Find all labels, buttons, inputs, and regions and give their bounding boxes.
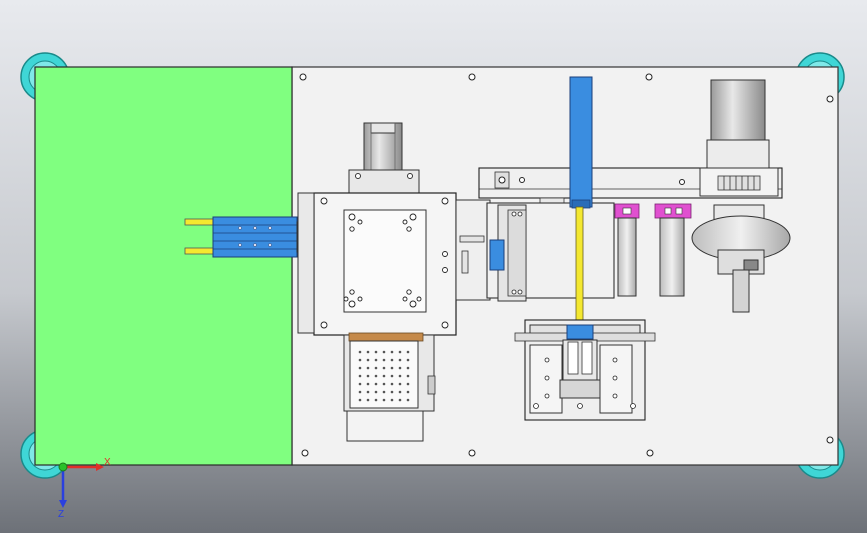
tray-hole: [390, 358, 394, 362]
perforated-tray: [343, 332, 436, 442]
tray-hole: [398, 390, 402, 394]
tray-hole: [382, 390, 386, 394]
tray-hole: [366, 382, 370, 386]
z-axis-label: Z: [58, 509, 64, 520]
tray-hole: [406, 374, 410, 378]
tray-hole: [406, 398, 410, 402]
tray-hole: [366, 390, 370, 394]
linear-actuator-housing: [486, 202, 615, 302]
tray-hole: [366, 358, 370, 362]
tray-hole: [390, 382, 394, 386]
tray-hole: [358, 358, 362, 362]
tray-hole: [366, 366, 370, 370]
pneumatic-cylinders: [614, 203, 692, 297]
tray-hole: [358, 350, 362, 354]
blue-cylinder-block: [212, 216, 306, 258]
x-axis-label: X: [104, 457, 111, 468]
gripper-fixture: [514, 319, 656, 421]
tray-hole: [374, 382, 378, 386]
tray-hole: [366, 350, 370, 354]
xy-stage-module: [297, 192, 491, 336]
vertical-blue-slider: [569, 76, 593, 326]
tray-hole: [390, 398, 394, 402]
tray-hole: [406, 358, 410, 362]
tray-hole: [374, 358, 378, 362]
tray-hole: [358, 366, 362, 370]
coordinate-triad: X Z: [58, 457, 111, 520]
tray-hole: [382, 366, 386, 370]
tray-hole: [366, 374, 370, 378]
tray-hole: [390, 390, 394, 394]
tray-hole: [390, 374, 394, 378]
tray-hole: [358, 382, 362, 386]
left-motor: [348, 122, 420, 195]
spindle-motor: [691, 79, 791, 313]
tray-hole: [358, 398, 362, 402]
tray-hole: [406, 366, 410, 370]
tray-hole: [382, 398, 386, 402]
tray-hole: [382, 374, 386, 378]
tray-hole: [374, 374, 378, 378]
tray-hole: [374, 390, 378, 394]
tray-hole: [374, 366, 378, 370]
tray-hole: [374, 398, 378, 402]
tray-hole: [390, 350, 394, 354]
tray-hole: [406, 390, 410, 394]
tray-hole: [374, 350, 378, 354]
tray-hole: [382, 382, 386, 386]
tray-hole: [358, 374, 362, 378]
tray-hole: [398, 358, 402, 362]
tray-hole: [398, 366, 402, 370]
tray-hole: [406, 350, 410, 354]
tray-hole: [406, 382, 410, 386]
tray-hole: [382, 358, 386, 362]
tray-hole: [398, 350, 402, 354]
tray-hole: [398, 398, 402, 402]
tray-hole: [366, 398, 370, 402]
plate-screws: [299, 73, 834, 457]
green-side-panel: [34, 66, 293, 466]
tray-hole: [382, 350, 386, 354]
tray-hole: [390, 366, 394, 370]
tray-hole: [398, 382, 402, 386]
tray-hole: [398, 374, 402, 378]
tray-hole: [358, 390, 362, 394]
